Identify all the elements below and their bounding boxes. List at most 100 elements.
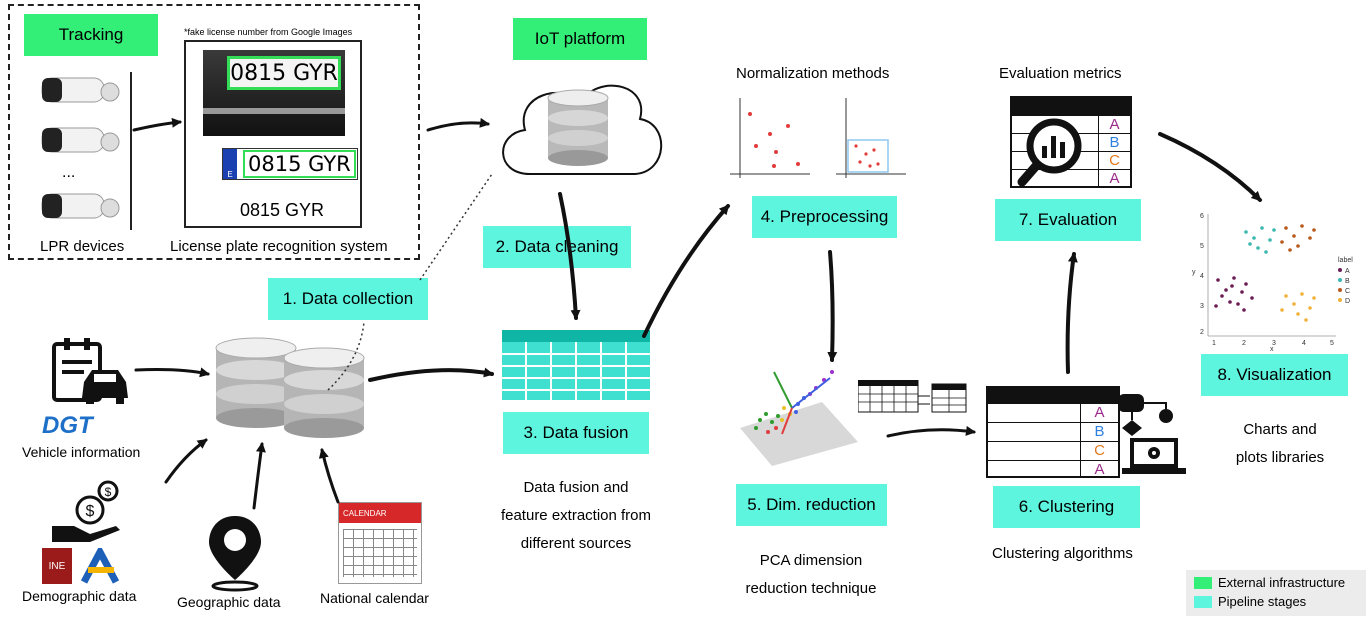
demographic-label: Demographic data — [22, 588, 137, 604]
cluster-row: A — [988, 404, 1118, 423]
cloud-database-icon — [502, 84, 663, 175]
lpr-camera-icons — [41, 77, 120, 219]
arrow-clustering-to-evaluation — [1065, 252, 1078, 374]
database-icon — [283, 347, 365, 438]
vehicle-info-label: Vehicle information — [22, 444, 141, 460]
scatter-legend-item: D — [1345, 298, 1350, 305]
database-icon — [215, 337, 297, 428]
dotted-link-collection — [327, 321, 365, 391]
stage-data-fusion: 3. Data fusion — [503, 412, 649, 454]
legend-item-pipeline: Pipeline stages — [1194, 594, 1306, 609]
fusion-description-line: feature extraction from — [500, 507, 652, 524]
ine-logo-text: INE — [48, 560, 66, 572]
stage-visualization: 8. Visualization — [1201, 354, 1348, 396]
eval-row: C — [1012, 152, 1130, 170]
camera-icon — [41, 127, 120, 153]
demographic-icon: $ $ — [52, 480, 120, 542]
svg-text:6: 6 — [1200, 213, 1204, 220]
tracking-label: Tracking — [24, 14, 158, 56]
calendar-grid — [343, 529, 417, 577]
camera-divider — [130, 72, 132, 230]
stage-preprocessing: 4. Preprocessing — [752, 196, 897, 238]
svg-text:4: 4 — [1302, 340, 1306, 347]
charts-description-line: plots libraries — [1235, 449, 1325, 466]
legend-item-external: External infrastructure — [1194, 575, 1345, 590]
algorithm-laptop-icon — [1118, 394, 1186, 474]
legend-text-external: External infrastructure — [1218, 575, 1346, 590]
scatter-xlabel: x — [1270, 346, 1274, 352]
svg-text:4: 4 — [1200, 273, 1204, 280]
extracted-plate-text: 0815 GYR — [248, 152, 351, 176]
cluster-row: B — [988, 423, 1118, 442]
arrow-dim-to-clustering — [886, 425, 976, 438]
pca-plot — [740, 370, 858, 466]
evaluation-label: Evaluation metrics — [999, 65, 1122, 82]
arrow-geographic-to-db — [252, 442, 266, 510]
arrow-vehicle-to-db — [134, 367, 210, 378]
stage-data-cleaning: 2. Data cleaning — [483, 226, 631, 268]
dgt-logo-text: DGT — [42, 412, 93, 439]
photo-plate: 0815 GYR — [227, 56, 341, 90]
charts-description: Charts and plots libraries — [1200, 416, 1360, 472]
stage-clustering: 6. Clustering — [993, 486, 1140, 528]
arrow-fusion-to-preprocessing — [642, 204, 730, 338]
fake-license-note: *fake license number from Google Images — [184, 27, 353, 37]
svg-text:5: 5 — [1200, 243, 1204, 250]
database-icon — [547, 89, 609, 166]
ine-logo: INE — [42, 548, 72, 584]
arrow-db-to-fusion — [368, 367, 494, 382]
legend-text-pipeline: Pipeline stages — [1218, 594, 1307, 609]
arrow-evaluation-to-visualization — [1158, 132, 1262, 202]
scatter-ylabel: y — [1192, 269, 1196, 276]
calendar-icon: CALENDAR — [338, 502, 422, 584]
svg-text:2: 2 — [1200, 329, 1204, 336]
normalization-plots — [730, 98, 906, 178]
dgt-logo: DGT — [42, 412, 93, 440]
arrow-lpr-to-iot — [426, 117, 490, 132]
tax-agency-logo — [80, 548, 120, 584]
camera-dots: ... — [62, 164, 76, 181]
svg-text:3: 3 — [1200, 303, 1204, 310]
calendar-header-text: CALENDAR — [343, 508, 387, 518]
calendar-header: CALENDAR — [339, 503, 421, 523]
stage-evaluation: 7. Evaluation — [995, 199, 1141, 241]
fusion-description-line: Data fusion and — [523, 479, 629, 496]
stage-data-collection: 1. Data collection — [268, 278, 428, 320]
legend-swatch-external — [1194, 576, 1212, 589]
charts-description-line: Charts and — [1243, 421, 1317, 438]
arrow-demographic-to-db — [164, 438, 208, 484]
vehicle-info-icon — [52, 338, 128, 404]
camera-icon — [41, 77, 120, 103]
pca-description: PCA dimension reduction technique — [716, 547, 906, 603]
cluster-row: C — [988, 442, 1118, 461]
photo-plate-text: 0815 GYR — [230, 60, 338, 86]
scatter-legend-item: A — [1345, 268, 1350, 275]
scatter-legend-item: C — [1345, 288, 1350, 295]
arrow-iot-to-fusion — [558, 192, 581, 320]
fusion-description: Data fusion and feature extraction from … — [478, 474, 674, 558]
clustering-table: A B C A — [986, 386, 1120, 478]
iot-platform-label: IoT platform — [513, 18, 647, 60]
geographic-label: Geographic data — [177, 594, 281, 610]
clustering-description: Clustering algorithms — [992, 545, 1133, 562]
tracking-container — [8, 4, 420, 260]
normalization-label: Normalization methods — [736, 65, 890, 82]
arrow-preprocessing-to-dim — [827, 250, 838, 362]
magnifier-chart-icon — [1017, 118, 1082, 187]
lpr-devices-label: LPR devices — [40, 238, 125, 255]
recognized-plate-text: 0815 GYR — [240, 200, 325, 220]
extracted-plate-text-box: 0815 GYR — [243, 150, 356, 178]
pca-description-line: PCA dimension — [759, 552, 863, 569]
arrow-calendar-to-db — [318, 448, 340, 504]
cluster-row: A — [988, 461, 1118, 478]
fusion-description-line: different sources — [520, 535, 632, 552]
camera-icon — [41, 193, 120, 219]
svg-text:$: $ — [105, 485, 112, 499]
arrow-cameras-to-lpr — [132, 117, 182, 132]
svg-text:1: 1 — [1212, 340, 1216, 347]
stage-dim-reduction: 5. Dim. reduction — [736, 484, 887, 526]
fused-table-icon — [502, 330, 650, 400]
car-plate-photo: 0815 GYR — [203, 50, 345, 136]
dotted-link-tracking — [419, 173, 493, 281]
